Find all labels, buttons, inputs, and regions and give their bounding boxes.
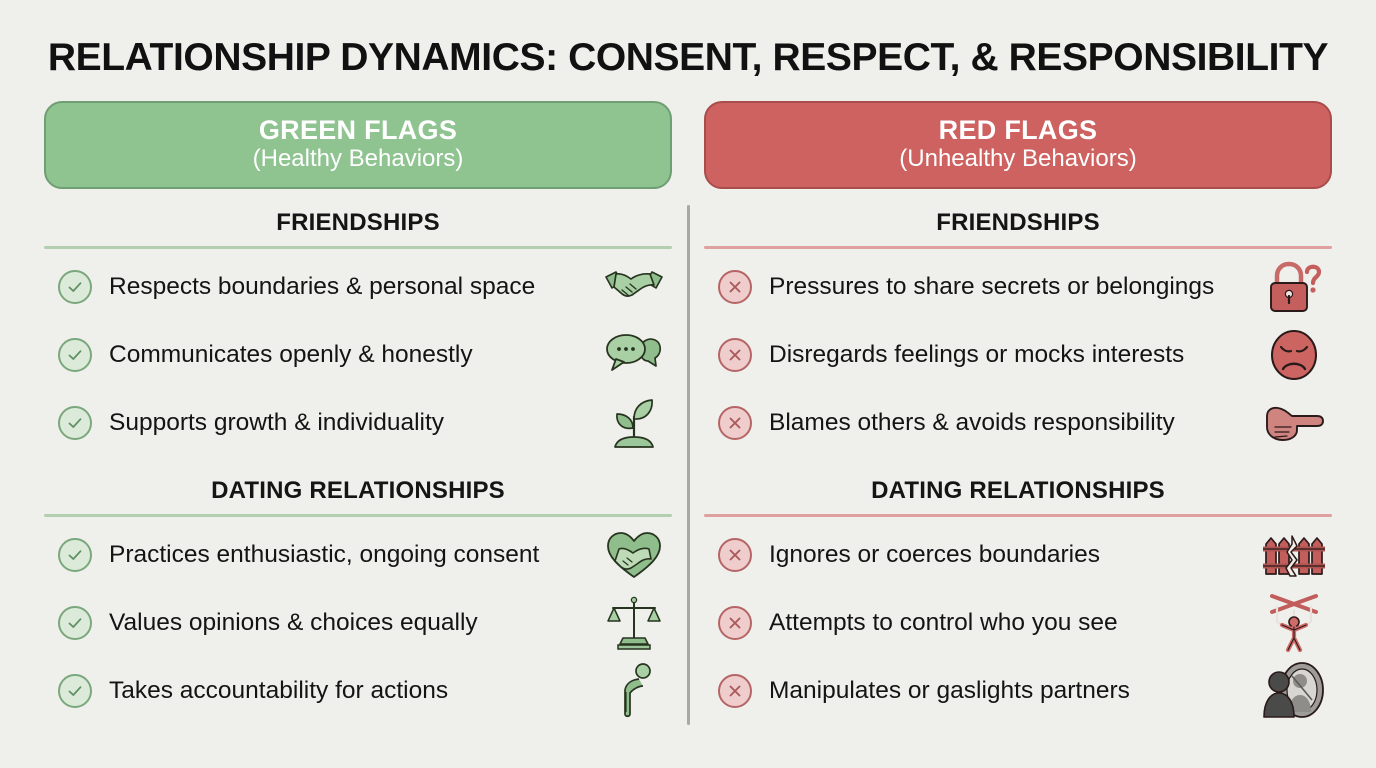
red-flags-column: RED FLAGS (Unhealthy Behaviors) FRIENDSH…	[704, 101, 1332, 725]
list-item-label: Disregards feelings or mocks interests	[769, 341, 1185, 368]
list-item: Blames others & avoids responsibility	[704, 389, 1332, 457]
list-item: Attempts to control who you see	[704, 589, 1332, 657]
check-circle-icon	[58, 674, 92, 708]
check-circle-icon	[58, 406, 92, 440]
green-flags-column: GREEN FLAGS (Healthy Behaviors) FRIENDSH…	[44, 101, 672, 725]
x-circle-icon	[718, 606, 752, 640]
x-circle-icon	[718, 338, 752, 372]
speech-bubbles-icon	[598, 324, 670, 386]
list-item-label: Practices enthusiastic, ongoing consent	[109, 541, 540, 568]
list-item-label: Respects boundaries & personal space	[109, 273, 536, 300]
column-divider-wrapper	[672, 101, 704, 725]
handshake-icon	[598, 256, 670, 318]
list-item-label: Values opinions & choices equally	[109, 609, 478, 636]
columns-container: GREEN FLAGS (Healthy Behaviors) FRIENDSH…	[44, 101, 1332, 725]
list-item-label: Manipulates or gaslights partners	[769, 677, 1130, 704]
green-flags-banner: GREEN FLAGS (Healthy Behaviors)	[44, 101, 672, 189]
red-section-rule-friendships	[704, 246, 1332, 249]
broken-fence-icon	[1258, 524, 1330, 586]
mirror-silhouette-icon	[1258, 660, 1330, 722]
green-section-heading-friendships: FRIENDSHIPS	[276, 209, 440, 236]
marionette-icon	[1258, 592, 1330, 654]
list-item-label: Ignores or coerces boundaries	[769, 541, 1100, 568]
check-circle-icon	[58, 270, 92, 304]
green-banner-subtitle: (Healthy Behaviors)	[252, 145, 464, 173]
list-item-label: Supports growth & individuality	[109, 409, 445, 436]
check-circle-icon	[58, 606, 92, 640]
red-banner-title: RED FLAGS	[938, 114, 1098, 145]
pointing-finger-icon	[1258, 392, 1330, 454]
list-item-label: Blames others & avoids responsibility	[769, 409, 1175, 436]
x-circle-icon	[718, 406, 752, 440]
x-circle-icon	[718, 674, 752, 708]
sad-face-icon	[1258, 324, 1330, 386]
green-section-rule-dating	[44, 514, 672, 517]
list-item-label: Communicates openly & honestly	[109, 341, 473, 368]
page-title: RELATIONSHIP DYNAMICS: CONSENT, RESPECT,…	[47, 36, 1329, 79]
check-circle-icon	[58, 538, 92, 572]
red-dating-list: Ignores or coerces boundaries	[704, 521, 1332, 725]
x-circle-icon	[718, 538, 752, 572]
list-item: Communicates openly & honestly	[44, 321, 672, 389]
red-flags-banner: RED FLAGS (Unhealthy Behaviors)	[704, 101, 1332, 189]
balance-scales-icon	[598, 592, 670, 654]
x-circle-icon	[718, 270, 752, 304]
vertical-divider	[687, 205, 690, 725]
red-friendships-list: Pressures to share secrets or belongings	[704, 253, 1332, 457]
green-friendships-list: Respects boundaries & personal space	[44, 253, 672, 457]
green-banner-title: GREEN FLAGS	[258, 114, 458, 145]
list-item: Disregards feelings or mocks interests	[704, 321, 1332, 389]
heart-handshake-icon	[598, 524, 670, 586]
green-dating-list: Practices enthusiastic, ongoing consent …	[44, 521, 672, 725]
list-item-label: Attempts to control who you see	[769, 609, 1118, 636]
list-item-label: Takes accountability for actions	[109, 677, 449, 704]
check-circle-icon	[58, 338, 92, 372]
red-section-rule-dating	[704, 514, 1332, 517]
list-item: Takes accountability for actions	[44, 657, 672, 725]
red-section-heading-dating: DATING RELATIONSHIPS	[871, 477, 1165, 504]
green-section-rule-friendships	[44, 246, 672, 249]
list-item-label: Pressures to share secrets or belongings	[769, 273, 1215, 300]
seedling-icon	[598, 392, 670, 454]
red-banner-subtitle: (Unhealthy Behaviors)	[899, 145, 1137, 173]
list-item: Respects boundaries & personal space	[44, 253, 672, 321]
list-item: Ignores or coerces boundaries	[704, 521, 1332, 589]
red-section-heading-friendships: FRIENDSHIPS	[936, 209, 1100, 236]
list-item: Supports growth & individuality	[44, 389, 672, 457]
green-section-heading-dating: DATING RELATIONSHIPS	[211, 477, 505, 504]
list-item: Values opinions & choices equally	[44, 589, 672, 657]
list-item: Manipulates or gaslights partners	[704, 657, 1332, 725]
bowing-person-icon	[598, 660, 670, 722]
list-item: Pressures to share secrets or belongings	[704, 253, 1332, 321]
lock-question-icon	[1258, 256, 1330, 318]
list-item: Practices enthusiastic, ongoing consent	[44, 521, 672, 589]
